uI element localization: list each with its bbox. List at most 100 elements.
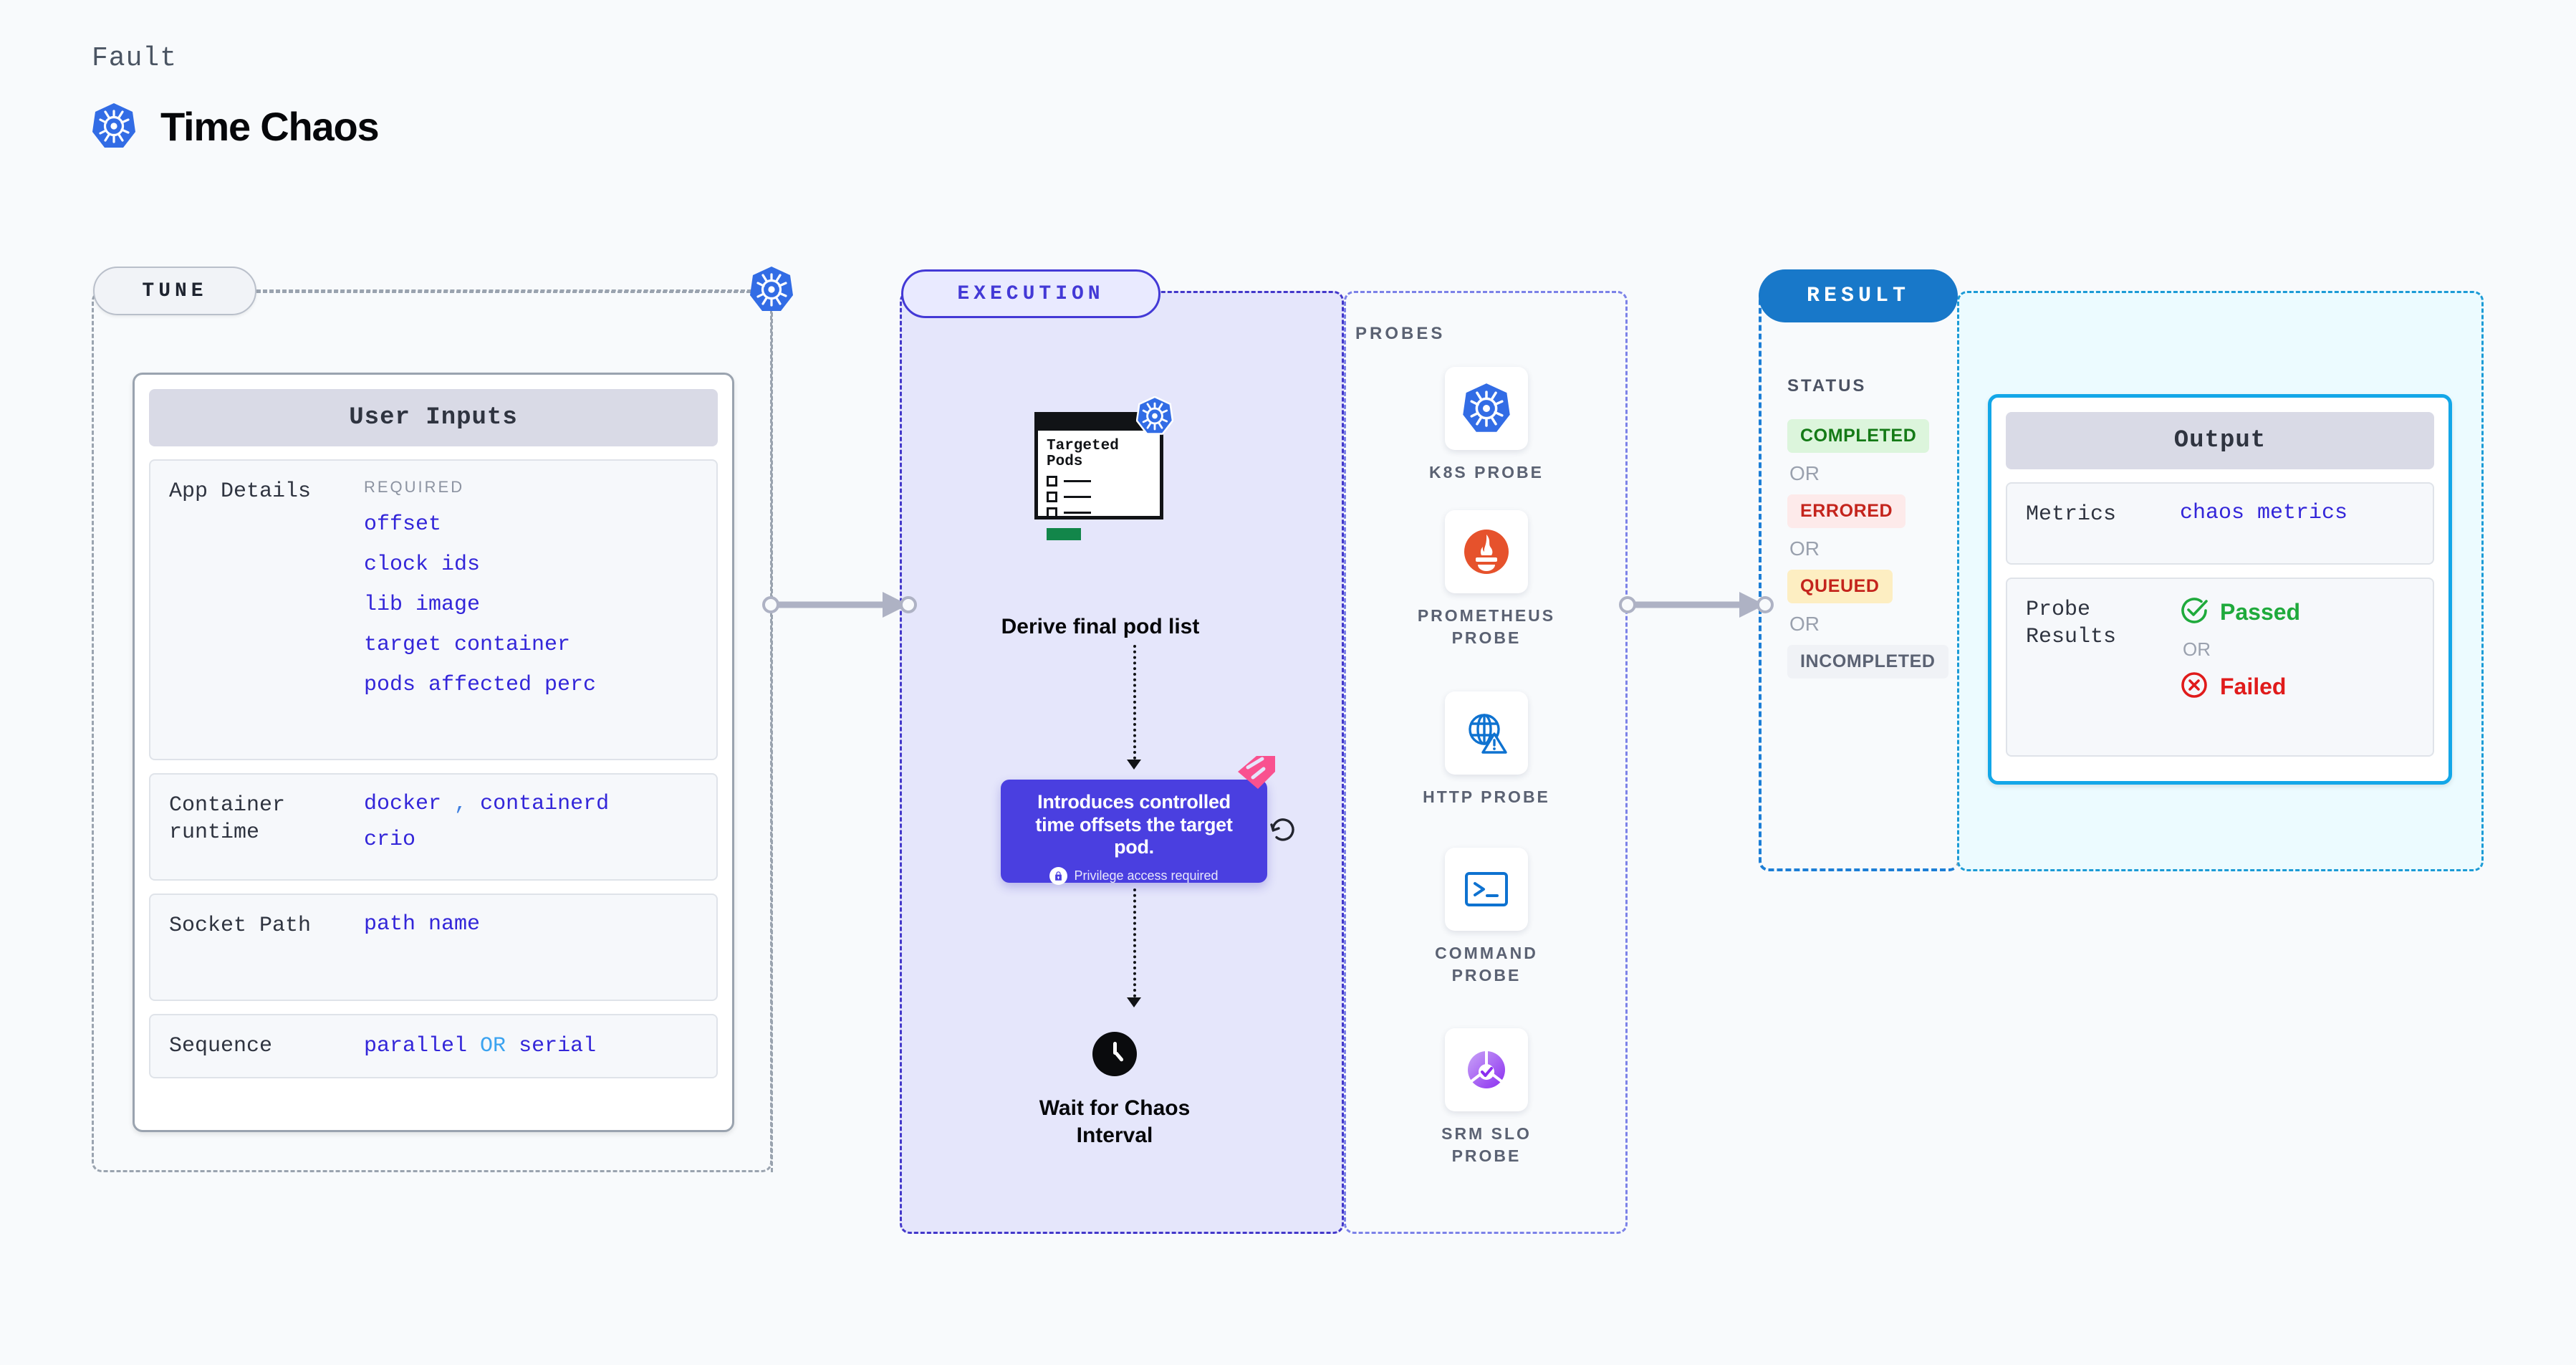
list-item <box>1047 507 1091 518</box>
connector-tune-to-execution <box>761 588 918 622</box>
input-value-lib-image[interactable]: lib image <box>364 593 481 617</box>
input-value-clock-ids[interactable]: clock ids <box>364 552 481 577</box>
status-or-1: OR <box>1789 462 1820 484</box>
row-values-socket-path: path name <box>364 912 480 982</box>
list-line <box>1064 496 1091 498</box>
row-values-app-details: REQUIRED offset clock ids lib image targ… <box>364 478 596 742</box>
fault-description-text: Introduces controlled time offsets the t… <box>1035 791 1233 858</box>
derive-final-pod-list-label: Derive final pod list <box>1001 615 1200 638</box>
clock-hand-vertical <box>1113 1042 1117 1055</box>
stage-pill-tune[interactable]: TUNE <box>93 267 256 315</box>
user-inputs-card: User Inputs App Details REQUIRED offset … <box>133 373 734 1132</box>
probe-label: HTTP PROBE <box>1423 787 1550 806</box>
stage-pill-execution[interactable]: EXECUTION <box>901 269 1160 318</box>
input-value-offset[interactable]: offset <box>364 512 442 537</box>
row-label-app-details: App Details <box>169 479 312 504</box>
status-or-2: OR <box>1789 537 1820 560</box>
list-item <box>1047 476 1091 487</box>
row-values-sequence: parallel OR serial <box>364 1034 596 1058</box>
probe-label: COMMAND PROBE <box>1435 944 1538 985</box>
chaos-ribbon-icon <box>1234 756 1277 797</box>
table-row[interactable]: Container runtime docker , containerd cr… <box>149 773 718 881</box>
input-value-target-container[interactable]: target container <box>364 633 571 657</box>
probe-result-passed: Passed <box>2180 596 2300 628</box>
probes-section-title: PROBES <box>1355 324 1446 343</box>
sequence-parallel[interactable]: parallel <box>364 1034 468 1058</box>
flow-arrow-line-1 <box>1133 645 1136 760</box>
page-header: Fault Time Chaos <box>92 43 380 150</box>
container-runtime-line-1[interactable]: docker , containerd <box>364 792 609 816</box>
status-badge-completed: COMPLETED <box>1787 419 1930 453</box>
x-circle-icon <box>2180 671 2209 703</box>
lock-icon <box>1049 866 1068 885</box>
row-values-container-runtime: docker , containerd crio <box>364 792 609 862</box>
prometheus-icon <box>1445 510 1528 593</box>
output-card-title: Output <box>2006 412 2434 469</box>
required-tag: REQUIRED <box>364 478 465 496</box>
passed-label: Passed <box>2220 599 2301 625</box>
probe-result-or: OR <box>2183 638 2211 660</box>
checkbox-icon <box>1047 507 1057 518</box>
row-label-sequence: Sequence <box>169 1033 273 1058</box>
status-badge-incompleted: INCOMPLETED <box>1787 645 1948 679</box>
kubernetes-icon <box>1445 367 1528 450</box>
probe-http[interactable]: HTTP PROBE <box>1415 691 1558 808</box>
tune-pill-connector-line <box>256 289 758 292</box>
probe-prometheus[interactable]: PROMETHEUS PROBE <box>1415 510 1558 649</box>
wait-for-chaos-interval-label: Wait for Chaos Interval <box>1039 1096 1191 1147</box>
checkbox-icon <box>1047 476 1057 487</box>
user-inputs-card-title: User Inputs <box>149 389 718 446</box>
socket-path-value[interactable]: path name <box>364 912 481 937</box>
probe-label: PROMETHEUS PROBE <box>1417 606 1556 648</box>
row-label-container-runtime: Container runtime <box>169 793 286 846</box>
privilege-note-text: Privilege access required <box>1074 868 1219 883</box>
sequence-serial[interactable]: serial <box>519 1034 597 1058</box>
list-line <box>1064 480 1091 482</box>
table-row[interactable]: Sequence parallel OR serial <box>149 1014 718 1078</box>
probe-label: SRM SLO PROBE <box>1441 1124 1532 1166</box>
fault-eyebrow: Fault <box>92 43 178 74</box>
runtime-crio[interactable]: crio <box>364 828 416 852</box>
fault-description-callout: Introduces controlled time offsets the t… <box>1001 780 1267 885</box>
status-badge-errored: ERRORED <box>1787 494 1906 528</box>
probe-srm-slo[interactable]: SRM SLO PROBE <box>1415 1028 1558 1167</box>
sequence-values[interactable]: parallel OR serial <box>364 1034 596 1058</box>
check-circle-icon <box>2180 596 2209 628</box>
table-row[interactable]: Probe Results Passed OR <box>2006 578 2434 757</box>
refresh-loop-icon[interactable] <box>1267 813 1299 850</box>
metrics-value[interactable]: chaos metrics <box>2180 501 2348 525</box>
table-row[interactable]: App Details REQUIRED offset clock ids li… <box>149 459 718 760</box>
status-badge-list: COMPLETED OR ERRORED OR QUEUED OR INCOMP… <box>1787 419 1948 679</box>
stage-pill-result[interactable]: RESULT <box>1759 269 1958 322</box>
input-value-pods-affected-perc[interactable]: pods affected perc <box>364 673 597 697</box>
kubernetes-icon <box>749 266 794 317</box>
flow-arrow-head-2 <box>1127 997 1141 1007</box>
kubernetes-icon <box>1135 396 1174 439</box>
kubernetes-icon <box>92 102 136 150</box>
connector-execution-to-result <box>1618 588 1775 622</box>
green-highlight-bar <box>1047 528 1081 540</box>
row-label-probe-results: Probe Results <box>2026 598 2117 650</box>
targeted-pods-items <box>1047 476 1091 523</box>
list-item <box>1047 492 1091 502</box>
probe-k8s[interactable]: K8S PROBE <box>1415 367 1558 484</box>
row-values-probe-results: Passed OR Failed <box>2180 596 2300 738</box>
checkbox-icon <box>1047 492 1057 502</box>
flow-arrow-head-1 <box>1127 760 1141 770</box>
clock-hand-minute <box>1114 1050 1125 1063</box>
runtime-docker[interactable]: docker <box>364 792 442 816</box>
probe-result-failed: Failed <box>2180 671 2300 703</box>
failed-label: Failed <box>2220 674 2287 699</box>
page-title: Time Chaos <box>160 103 380 149</box>
row-label-socket-path: Socket Path <box>169 914 312 938</box>
runtime-containerd[interactable]: containerd <box>480 792 610 816</box>
probe-command[interactable]: COMMAND PROBE <box>1415 848 1558 987</box>
targeted-pods-node: Targeted Pods <box>1034 396 1174 540</box>
title-row: Time Chaos <box>92 102 380 150</box>
row-values-metrics: chaos metrics <box>2180 501 2347 546</box>
privilege-note: Privilege access required <box>1049 866 1219 885</box>
terminal-icon <box>1445 848 1528 931</box>
sequence-or: OR <box>480 1034 506 1058</box>
table-row[interactable]: Metrics chaos metrics <box>2006 482 2434 565</box>
table-row[interactable]: Socket Path path name <box>149 894 718 1001</box>
